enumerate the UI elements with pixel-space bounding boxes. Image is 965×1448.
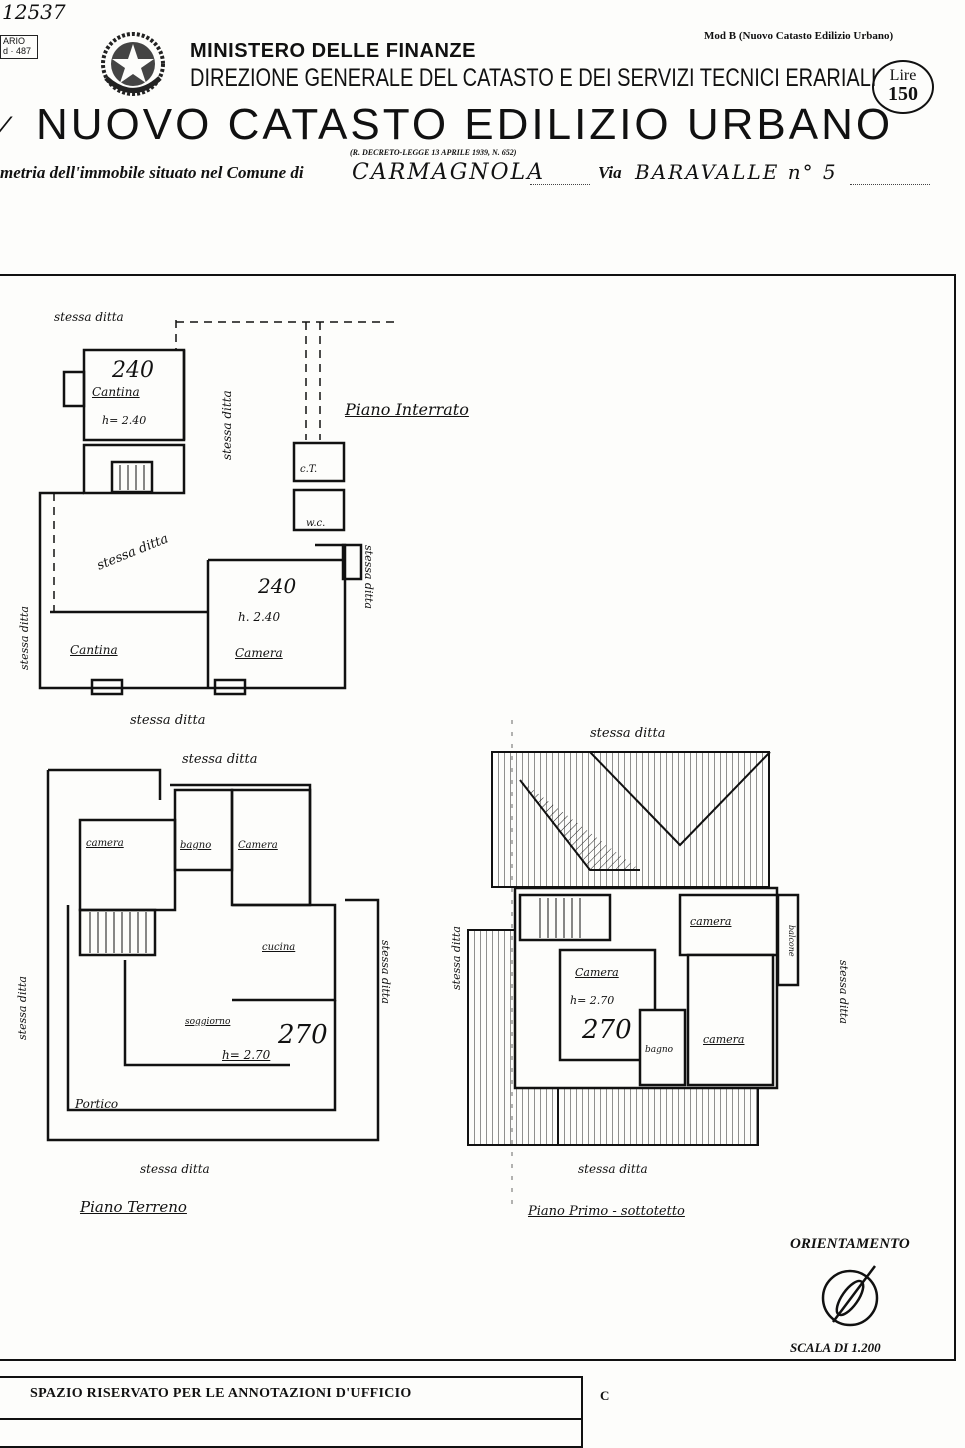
primo-number-270: 270 (582, 1015, 632, 1045)
terreno-stessa-ditta-top: stessa ditta (182, 752, 258, 767)
planimetria-label: metria dell'immobile situato nel Comune … (0, 163, 304, 182)
via-label: Via (598, 163, 622, 182)
primo-roof (467, 751, 771, 1146)
primo-camera1-label: camera (690, 915, 732, 928)
lire-price-badge: Lire 150 (872, 60, 934, 114)
interrato-cantina-label: Cantina (92, 385, 140, 399)
orientamento-label: ORIENTAMENTO (790, 1236, 910, 1252)
lire-label: Lire (889, 67, 917, 84)
terreno-portico-label: Portico (75, 1097, 119, 1111)
primo-title: Piano Primo - sottotetto (528, 1204, 685, 1219)
ministry-name: MINISTERO DELLE FINANZE (190, 40, 476, 62)
terreno-stessa-ditta-right: stessa ditta (379, 940, 392, 1004)
annotazioni-c-label: C (600, 1388, 610, 1403)
terreno-stessa-ditta-bottom: stessa ditta (140, 1162, 210, 1176)
primo-camera2-label: Camera (575, 966, 619, 979)
terreno-title: Piano Terreno (80, 1198, 187, 1216)
terreno-stessa-ditta-left: stessa ditta (16, 976, 29, 1040)
interrato-wc-label: w.c. (306, 518, 326, 529)
interrato-stessa-ditta-bottom: stessa ditta (130, 713, 206, 728)
interrato-stessa-ditta-left: stessa ditta (18, 606, 31, 670)
interrato-camera-height: h. 2.40 (238, 610, 281, 624)
primo-bagno-label: bagno (645, 1045, 674, 1055)
interrato-title: Piano Interrato (345, 400, 469, 419)
north-arrow-compass-icon (821, 1265, 879, 1327)
primo-stessa-ditta-top: stessa ditta (590, 726, 666, 741)
interrato-cantina2-label: Cantina (70, 643, 118, 657)
reference-number: 12537 (2, 0, 66, 24)
annotazioni-box (0, 1376, 583, 1448)
primo-stessa-ditta-bottom: stessa ditta (578, 1162, 648, 1176)
terreno-soggiorno-label: soggiorno (185, 1017, 231, 1027)
annotazioni-title: SPAZIO RISERVATO PER LE ANNOTAZIONI D'UF… (30, 1386, 412, 1401)
primo-camera3-label: camera (703, 1033, 745, 1046)
interrato-number-240-a: 240 (112, 358, 154, 383)
decree-reference: (R. DECRETO-LEGGE 13 APRILE 1939, N. 652… (350, 148, 517, 157)
italian-republic-emblem-icon (101, 32, 165, 96)
terreno-cucina-label: cucina (262, 942, 296, 953)
primo-stessa-ditta-right: stessa ditta (837, 960, 850, 1024)
interrato-cantina-height: h= 2.40 (102, 414, 147, 427)
title-handwritten-mark: ⁄ (0, 112, 6, 147)
terreno-bagno-label: bagno (180, 840, 212, 851)
primo-height: h= 2.70 (570, 994, 615, 1007)
via-value: BARAVALLE n° 5 (635, 160, 838, 184)
lire-value: 150 (888, 83, 918, 105)
interrato-stessa-ditta-vertical: stessa ditta (220, 390, 234, 460)
interrato-stessa-ditta-right: stessa ditta (362, 545, 375, 609)
interrato-stessa-ditta-top: stessa ditta (54, 310, 124, 324)
terreno-plan (46, 768, 380, 1142)
primo-plan (513, 886, 800, 1090)
terreno-soggiorno-height: h= 2.70 (222, 1048, 271, 1062)
model-label: Mod B (Nuovo Catasto Edilizio Urbano) (704, 30, 894, 42)
primo-stessa-ditta-left: stessa ditta (450, 926, 463, 990)
document-title: NUOVO CATASTO EDILIZIO URBANO (36, 100, 894, 149)
scala-label: SCALA DI 1.200 (790, 1340, 881, 1355)
interrato-ct-label: c.T. (300, 464, 318, 475)
registry-stamp: ARIO d · 487 (0, 35, 38, 59)
direzione-generale: DIREZIONE GENERALE DEL CATASTO E DEI SER… (190, 64, 877, 92)
interrato-stessa-ditta-center: stessa ditta (94, 531, 171, 574)
interrato-camera-label: Camera (235, 646, 283, 660)
annotazioni-divider (0, 1418, 583, 1420)
terreno-camera1-label: camera (86, 838, 124, 849)
comune-dotted-line (530, 184, 590, 185)
via-dotted-line (850, 184, 930, 185)
interrato-number-240-b: 240 (258, 574, 297, 598)
primo-balcone-label: balcone (787, 925, 796, 957)
terreno-camera2-label: Camera (238, 840, 278, 851)
comune-value: CARMAGNOLA (352, 160, 546, 185)
terreno-number-270: 270 (278, 1020, 328, 1050)
